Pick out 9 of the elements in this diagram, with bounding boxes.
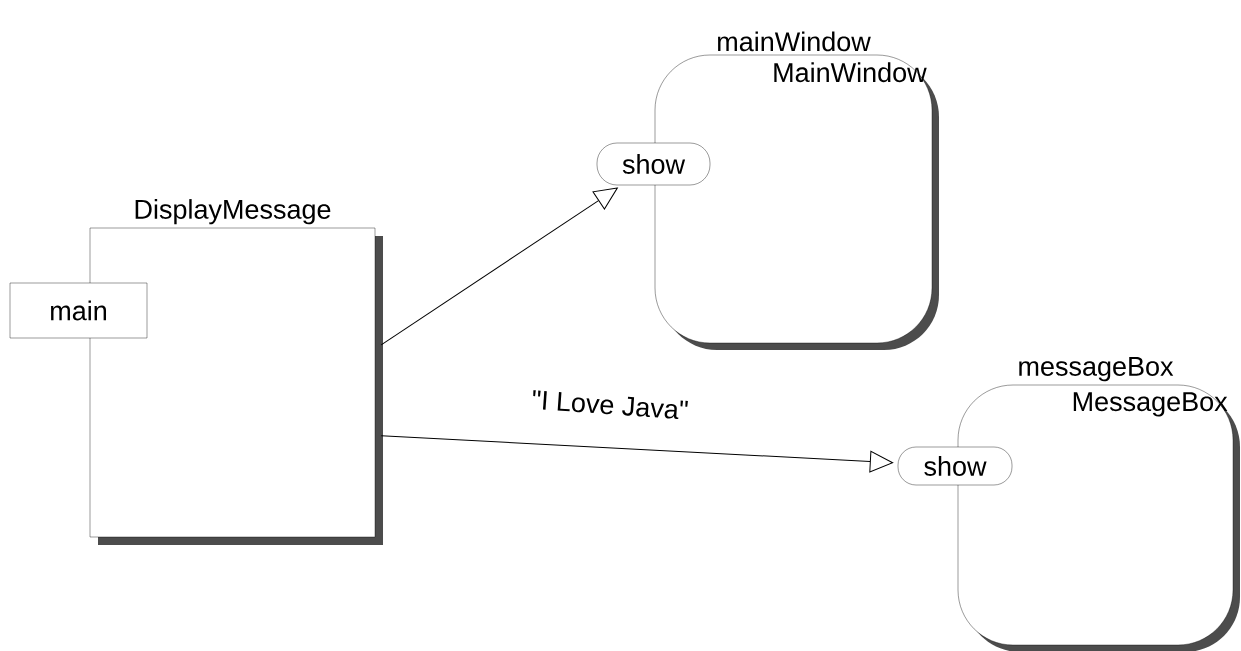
arrow — [380, 187, 618, 346]
node-label: messageBox — [1019, 357, 1174, 382]
arrow — [380, 435, 894, 473]
method-box: main — [9, 282, 148, 339]
edge-label: "I Love Java" — [529, 389, 691, 421]
method-pill: show — [897, 446, 1013, 486]
node-label: DisplayMessage — [135, 199, 331, 225]
node-label: mainWindow — [718, 31, 871, 52]
method-pill: show — [596, 142, 711, 186]
